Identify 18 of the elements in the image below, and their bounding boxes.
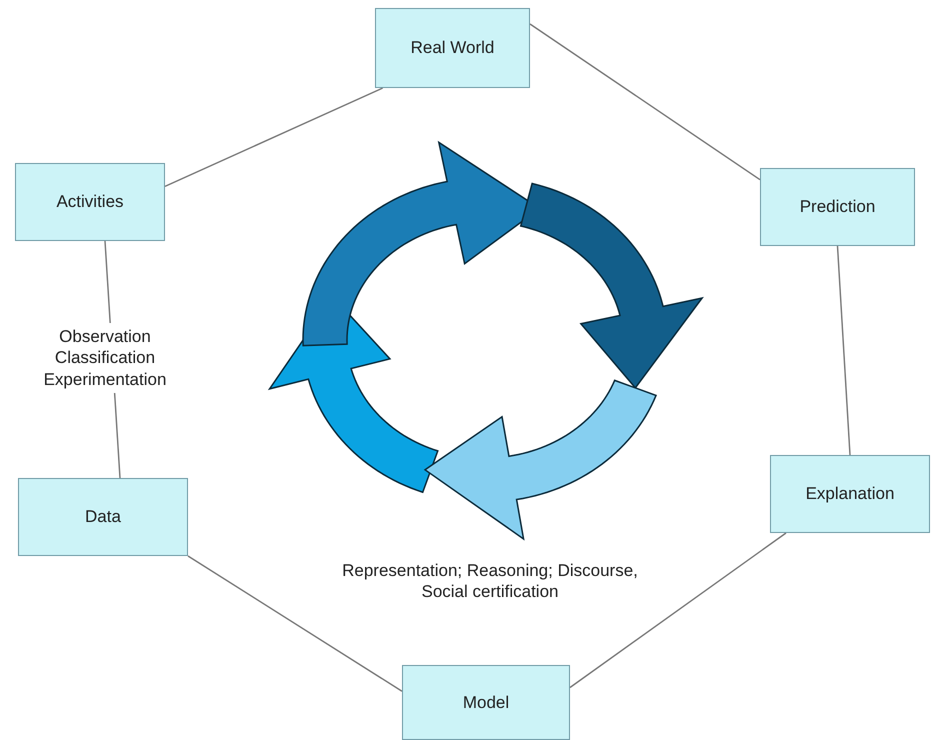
node-label: Model [462, 692, 510, 712]
process-box [402, 665, 570, 740]
note-text: Representation; Reasoning; Discourse, Social certification [341, 560, 639, 602]
connector-line [164, 87, 384, 188]
process-box [760, 168, 915, 246]
node-label: Explanation [806, 484, 894, 504]
connector-line [188, 555, 402, 692]
connector-line [530, 23, 760, 180]
node-label: Prediction [800, 197, 876, 217]
connector-line [836, 246, 851, 456]
node-label: Activities [56, 192, 124, 212]
process-box [15, 163, 165, 241]
process-box [18, 478, 188, 556]
process-box [770, 455, 930, 533]
node-label: Data [85, 507, 121, 527]
process-box [375, 8, 530, 88]
connector-line [570, 532, 786, 688]
node-label: Real World [410, 38, 494, 58]
